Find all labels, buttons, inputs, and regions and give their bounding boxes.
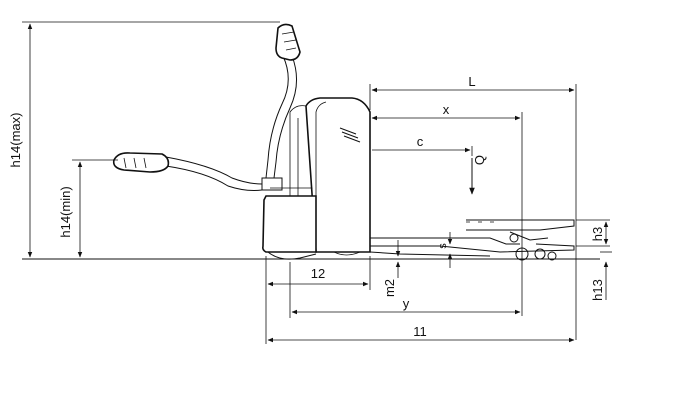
- fork-raised: [466, 219, 575, 231]
- brand-logo-icon: [339, 127, 361, 143]
- label-Q: Q: [472, 155, 487, 165]
- tiller-arm-min: [165, 156, 263, 185]
- tiller-arm-max: [265, 55, 289, 179]
- tiller-handle-max: [275, 23, 301, 61]
- label-h13: h13: [590, 279, 605, 301]
- drive-wheel: [267, 251, 317, 260]
- stabilizer-wheel: [333, 251, 361, 256]
- label-l2: 12: [311, 266, 325, 281]
- pallet-truck-outline: [112, 23, 575, 261]
- label-l1: 11: [413, 324, 427, 339]
- fork-lowered-top: [370, 237, 520, 245]
- label-c: c: [417, 134, 424, 149]
- label-m2: m2: [382, 279, 397, 297]
- chassis-block: [262, 195, 317, 253]
- label-L: L: [468, 74, 475, 89]
- label-x: x: [443, 102, 450, 117]
- label-h3: h3: [590, 227, 605, 241]
- label-h14-min: h14(min): [58, 186, 73, 237]
- tiller-handle-min: [112, 152, 170, 173]
- label-h14-max: h14(max): [8, 113, 23, 168]
- label-y: y: [403, 296, 410, 311]
- label-s: s: [437, 243, 449, 249]
